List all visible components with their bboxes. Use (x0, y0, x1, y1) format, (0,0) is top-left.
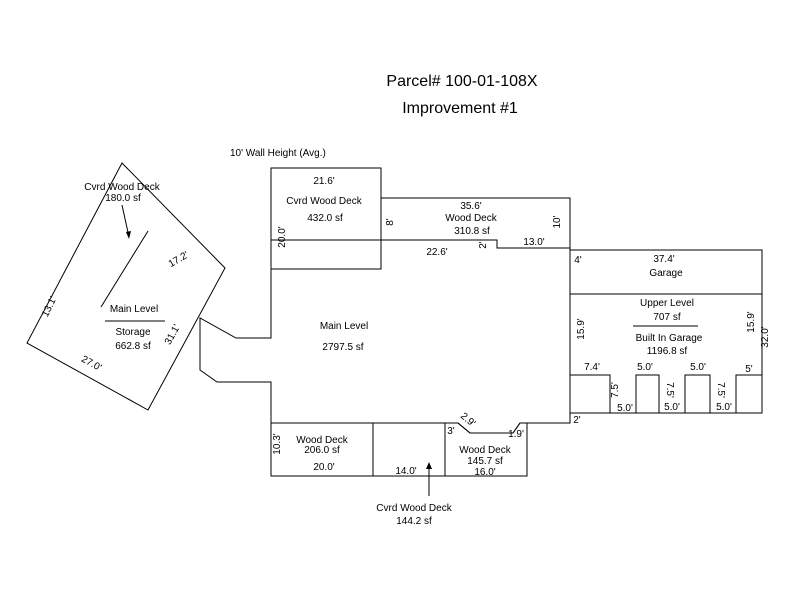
dim-label: 7.5' (610, 382, 621, 398)
garage-label: Garage (649, 268, 683, 279)
dim-label: 2.9' (458, 411, 477, 430)
dim-label: 15.9' (576, 318, 587, 339)
dim-label: 5.0' (664, 402, 680, 413)
wood-deck-top-label: Wood Deck (445, 213, 498, 224)
dim-label: 5' (745, 364, 753, 375)
storage-wing-outline (26, 162, 226, 411)
dim-label: 22.6' (426, 247, 447, 258)
wood-deck-br-outline (444, 422, 528, 477)
dim-label: 5.0' (716, 402, 732, 413)
dim-label: 32.0' (760, 326, 771, 347)
dim-label: 17.2' (167, 250, 191, 270)
dim-label: 31.1' (163, 323, 183, 347)
dim-label: 35.6' (460, 201, 481, 212)
dim-label: 5.0' (690, 362, 706, 373)
dim-label: 7.4' (584, 362, 600, 373)
dim-label: 14.0' (395, 466, 416, 477)
dim-label: 2' (478, 241, 489, 249)
dim-label: 7.5' (715, 382, 726, 398)
main-level-outline (199, 239, 571, 434)
wood-deck-bl-label: Wood Deck (296, 435, 349, 446)
storage-area: 662.8 sf (115, 341, 151, 352)
storage-label: Storage (115, 327, 150, 338)
wood-deck-br-label: Wood Deck (459, 445, 512, 456)
upper-level-area: 707 sf (653, 312, 680, 323)
dim-label: 21.6' (313, 176, 334, 187)
dim-label: 20.0' (277, 226, 288, 247)
dim-label: 7.5' (664, 382, 675, 398)
wood-deck-bl-area: 206.0 sf (304, 445, 340, 456)
dim-label: 10.3' (272, 433, 283, 454)
built-in-garage-label: Built In Garage (636, 333, 703, 344)
dim-label: 15.9' (746, 311, 757, 332)
cvrd-deck-bottom-label: Cvrd Wood Deck (376, 503, 452, 514)
dim-label: 37.4' (653, 254, 674, 265)
dim-label: 13.1' (40, 295, 59, 319)
cvrd-deck-bottom-arrowhead (426, 462, 432, 469)
dim-label: 20.0' (313, 462, 334, 473)
dim-label: 10' (552, 215, 563, 228)
wood-deck-top-outline (380, 197, 571, 249)
upper-level-label: Upper Level (640, 298, 694, 309)
dim-label: 27.0' (79, 354, 103, 374)
cvrd-deck-left-arrowhead (126, 231, 131, 239)
built-in-garage-area: 1196.8 sf (647, 346, 688, 357)
improvement-title: Improvement #1 (402, 100, 518, 117)
dim-label: 4' (574, 255, 582, 266)
cvrd-deck-top-label: Cvrd Wood Deck (286, 196, 362, 207)
dim-label: 1.9' (508, 429, 524, 440)
dim-label: 2' (573, 415, 581, 426)
dim-label: 8' (385, 218, 396, 226)
main-level-label: Main Level (320, 321, 368, 332)
storage-main-level-label: Main Level (110, 304, 158, 315)
parcel-title: Parcel# 100-01-108X (386, 73, 538, 90)
garage-outline (569, 249, 763, 414)
garage-door-notches (570, 374, 762, 413)
wall-height-note: 10' Wall Height (Avg.) (230, 148, 326, 159)
wood-deck-top-area: 310.8 sf (454, 226, 490, 237)
cvrd-deck-bottom-area: 144.2 sf (396, 516, 432, 527)
cvrd-deck-top-area: 432.0 sf (307, 213, 343, 224)
dim-label: 13.0' (523, 237, 544, 248)
cvrd-deck-left-area: 180.0 sf (105, 193, 141, 204)
cvrd-deck-left-label: Cvrd Wood Deck (84, 182, 160, 193)
dim-label: 16.0' (474, 467, 495, 478)
storage-inner-line (100, 230, 149, 308)
dim-label: 3' (447, 426, 455, 437)
dim-label: 5.0' (637, 362, 653, 373)
main-level-area: 2797.5 sf (322, 342, 363, 353)
wood-deck-br-area: 145.7 sf (467, 456, 503, 467)
dim-label: 5.0' (617, 403, 633, 414)
